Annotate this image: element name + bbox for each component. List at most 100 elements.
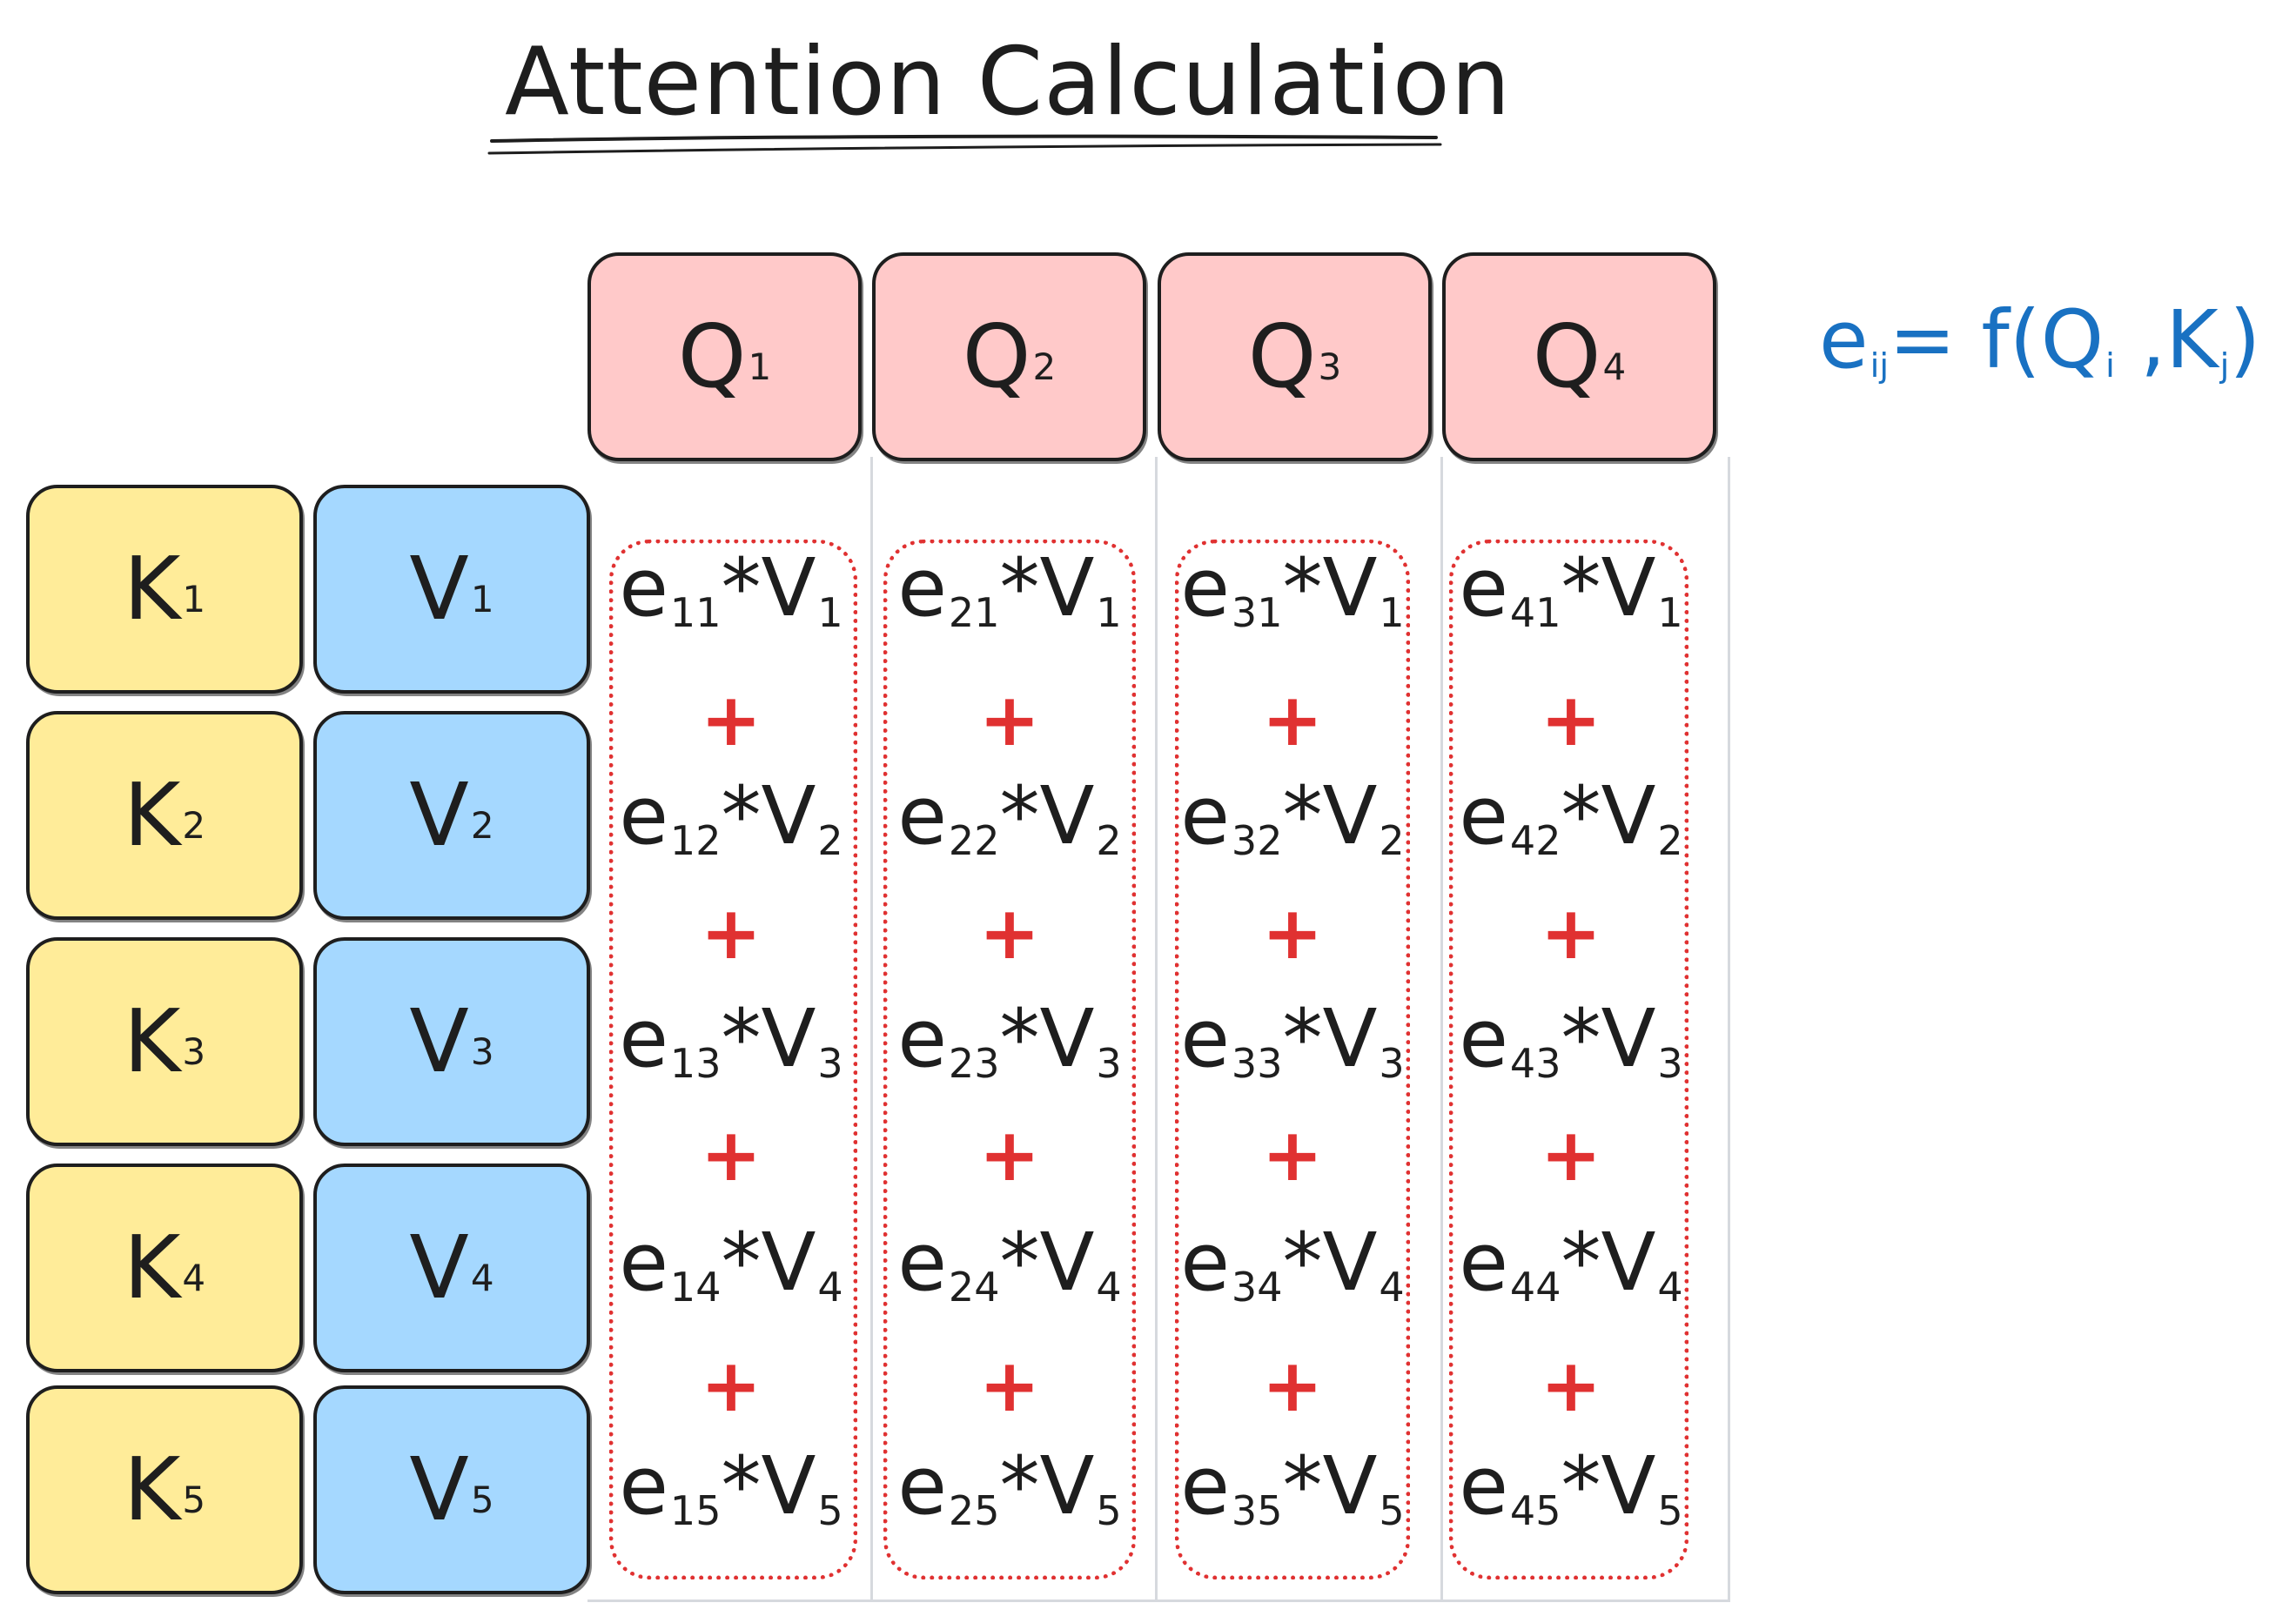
term-op: *V — [1561, 541, 1656, 634]
weighted-term-e44: e44*V4 — [1427, 1223, 1715, 1307]
term-op: *V — [1282, 769, 1378, 862]
plus-sign: + — [700, 890, 762, 976]
weighted-term-e41: e41*V1 — [1427, 548, 1715, 633]
grid-line — [1440, 457, 1443, 1601]
term-op: *V — [721, 541, 816, 634]
weighted-term-e23: e23*V3 — [866, 999, 1153, 1083]
term-e-subscript: 12 — [669, 816, 722, 864]
value-letter: V — [409, 1217, 469, 1318]
grid-line — [870, 457, 873, 1601]
term-v-subscript: 1 — [1657, 588, 1683, 636]
term-op: *V — [721, 1216, 816, 1309]
term-e-subscript: 42 — [1509, 816, 1561, 864]
value-subscript: 4 — [470, 1256, 494, 1299]
query-letter: Q — [962, 305, 1031, 407]
term-e-subscript: 35 — [1231, 1486, 1283, 1534]
query-letter: Q — [677, 305, 747, 407]
term-v-subscript: 3 — [817, 1039, 843, 1087]
term-e: e — [897, 1439, 947, 1532]
term-e-subscript: 41 — [1509, 588, 1561, 636]
value-letter: V — [409, 990, 469, 1092]
key-letter: K — [123, 538, 181, 640]
plus-sign: + — [1540, 677, 1602, 762]
term-e: e — [1180, 769, 1230, 862]
grid-line — [587, 1600, 1730, 1602]
plus-sign: + — [1261, 677, 1324, 762]
weighted-sum-group-q1 — [609, 540, 857, 1579]
term-op: *V — [999, 1216, 1095, 1309]
weighted-sum-group-q2 — [883, 540, 1136, 1579]
value-subscript: 2 — [470, 803, 494, 847]
plus-sign: + — [700, 1343, 762, 1428]
weighted-term-e34: e34*V4 — [1149, 1223, 1436, 1307]
key-subscript: 3 — [182, 1029, 206, 1073]
term-op: *V — [1282, 1439, 1378, 1532]
term-v-subscript: 1 — [817, 588, 843, 636]
term-e: e — [897, 992, 947, 1085]
plus-sign: + — [978, 1343, 1041, 1428]
term-v-subscript: 1 — [1096, 588, 1122, 636]
term-e-subscript: 21 — [948, 588, 1000, 636]
term-op: *V — [1561, 1216, 1656, 1309]
score-formula: eij= f(Qi ,Kj) — [1819, 300, 2260, 383]
term-e: e — [1459, 992, 1508, 1085]
term-op: *V — [1561, 769, 1656, 862]
term-v-subscript: 4 — [1657, 1263, 1683, 1311]
term-e: e — [1459, 1216, 1508, 1309]
term-v-subscript: 4 — [817, 1263, 843, 1311]
plus-sign: + — [1540, 1112, 1602, 1197]
term-e: e — [619, 541, 668, 634]
key-letter: K — [123, 1217, 181, 1318]
value-subscript: 5 — [470, 1478, 494, 1521]
plus-sign: + — [1540, 1343, 1602, 1428]
grid-line — [1728, 457, 1730, 1601]
plus-sign: + — [1261, 1343, 1324, 1428]
weighted-term-e21: e21*V1 — [866, 548, 1153, 633]
plus-sign: + — [978, 890, 1041, 976]
term-e: e — [1180, 1216, 1230, 1309]
term-v-subscript: 2 — [817, 816, 843, 864]
query-subscript: 1 — [748, 345, 772, 388]
term-e: e — [1180, 1439, 1230, 1532]
key-letter: K — [123, 1439, 181, 1540]
weighted-sum-group-q4 — [1449, 540, 1688, 1579]
plus-sign: + — [978, 1112, 1041, 1197]
term-v-subscript: 2 — [1379, 816, 1405, 864]
query-subscript: 2 — [1032, 345, 1057, 388]
weighted-term-e32: e32*V2 — [1149, 776, 1436, 861]
term-e: e — [619, 1439, 668, 1532]
term-e: e — [897, 769, 947, 862]
term-v-subscript: 5 — [1657, 1486, 1683, 1534]
value-letter: V — [409, 538, 469, 640]
term-e-subscript: 24 — [948, 1263, 1000, 1311]
term-v-subscript: 5 — [817, 1486, 843, 1534]
term-e-subscript: 45 — [1509, 1486, 1561, 1534]
term-op: *V — [1561, 992, 1656, 1085]
term-e-subscript: 43 — [1509, 1039, 1561, 1087]
weighted-term-e25: e25*V5 — [866, 1446, 1153, 1531]
key-subscript: 4 — [182, 1256, 206, 1299]
weighted-term-e11: e11*V1 — [587, 548, 875, 633]
term-e-subscript: 13 — [669, 1039, 722, 1087]
key-subscript: 5 — [182, 1478, 206, 1521]
weighted-term-e45: e45*V5 — [1427, 1446, 1715, 1531]
term-e: e — [897, 541, 947, 634]
grid-line — [1155, 457, 1158, 1601]
term-v-subscript: 5 — [1379, 1486, 1405, 1534]
query-letter: Q — [1532, 305, 1601, 407]
value-letter: V — [409, 1439, 469, 1540]
term-v-subscript: 2 — [1657, 816, 1683, 864]
term-op: *V — [999, 992, 1095, 1085]
key-letter: K — [123, 764, 181, 866]
term-e: e — [619, 1216, 668, 1309]
